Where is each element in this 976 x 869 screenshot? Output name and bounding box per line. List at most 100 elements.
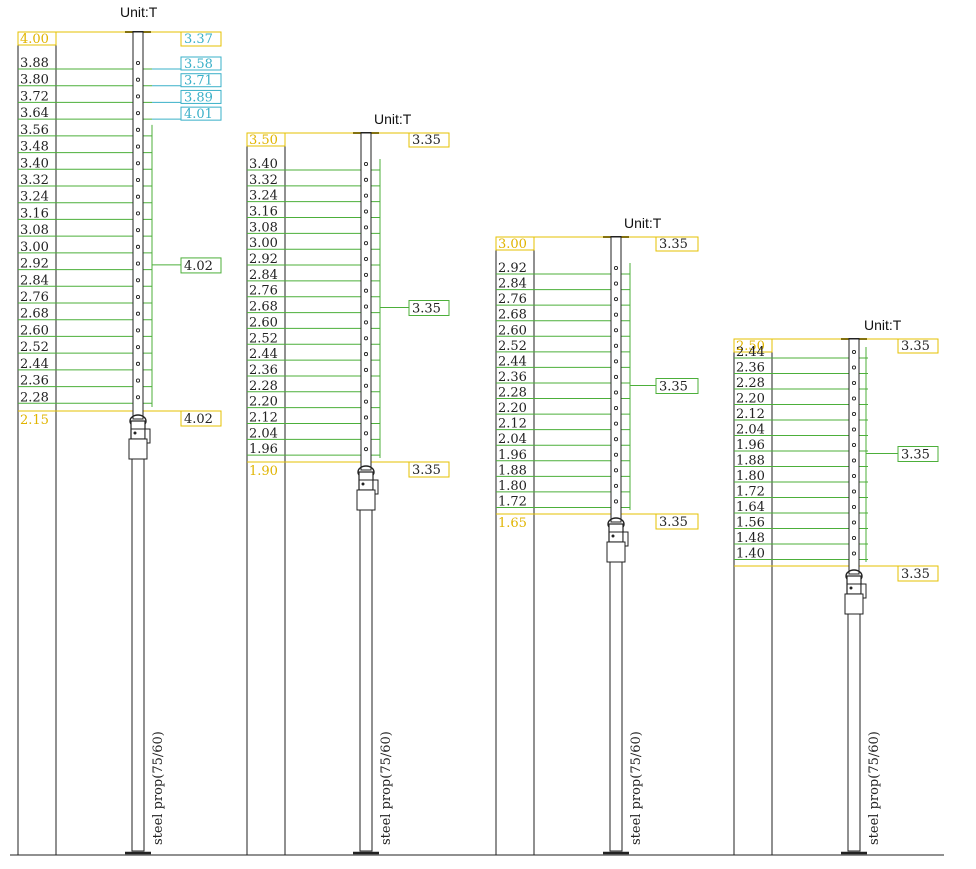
- height-label: 1.96: [736, 438, 765, 453]
- height-label: 2.60: [498, 323, 527, 338]
- height-label: 2.84: [20, 273, 49, 288]
- pin-hole: [363, 193, 369, 198]
- height-label: 3.88: [20, 56, 49, 71]
- height-label: 2.12: [498, 417, 527, 432]
- height-label: 3.08: [249, 220, 278, 235]
- height-label: 3.64: [20, 106, 49, 121]
- unit-label: Unit:T: [374, 111, 412, 127]
- cyan-capacity-label: 3.89: [184, 90, 213, 105]
- height-label: 3.80: [20, 73, 49, 88]
- height-label: 3.16: [20, 206, 49, 221]
- bottom-capacity-label: 4.02: [184, 412, 213, 427]
- height-label: 2.28: [498, 386, 527, 401]
- unit-label: Unit:T: [624, 215, 662, 231]
- pin-hole: [135, 278, 141, 283]
- mid-capacity-box: [897, 446, 939, 462]
- prop-label: steel prop(75/60): [629, 731, 644, 845]
- pin-hole: [363, 399, 369, 404]
- pin-hole: [363, 367, 369, 372]
- height-label: 1.56: [736, 516, 765, 531]
- height-label: 2.20: [249, 395, 278, 410]
- pin-hole: [363, 320, 369, 325]
- pin-hole: [613, 421, 619, 426]
- height-label: 3.48: [20, 140, 49, 155]
- pin-hole: [135, 244, 141, 249]
- pin-hole: [851, 551, 857, 556]
- bottom-capacity-label: 3.35: [412, 463, 441, 478]
- pin-hole: [135, 111, 141, 116]
- pin-hole: [363, 336, 369, 341]
- height-label: 2.84: [498, 277, 527, 292]
- outer-tube: [609, 561, 623, 852]
- pin-hole: [613, 390, 619, 395]
- pin-hole: [363, 447, 369, 452]
- coupler-sleeve: [358, 471, 374, 491]
- pin-hole: [135, 311, 141, 316]
- height-label: 2.04: [736, 423, 765, 438]
- height-label: 3.40: [249, 157, 278, 172]
- pin-hole: [363, 383, 369, 388]
- pin-hole: [851, 504, 857, 510]
- pin-hole: [851, 442, 857, 448]
- pin-hole: [613, 374, 619, 379]
- top-height-label: 3.50: [249, 133, 278, 148]
- cyan-capacity-label: 4.01: [184, 107, 213, 122]
- cyan-capacity-box: [180, 73, 222, 88]
- height-label: 3.40: [20, 156, 49, 171]
- pin-hole: [135, 127, 141, 132]
- pin-hole: [613, 406, 619, 411]
- bottom-capacity-box: [408, 461, 450, 478]
- unit-label: Unit:T: [120, 4, 158, 20]
- outer-tube: [847, 613, 861, 852]
- pin-hole: [613, 483, 619, 488]
- height-label: 2.60: [249, 315, 278, 330]
- top-capacity-label: 3.35: [659, 237, 688, 252]
- height-label: 3.08: [20, 223, 49, 238]
- bottom-capacity-box: [180, 410, 222, 427]
- pin-hole: [135, 345, 141, 350]
- top-capacity-label: 3.37: [184, 32, 213, 47]
- height-label: 2.12: [736, 407, 765, 422]
- pin-hole: [851, 473, 857, 479]
- pin-hole: [135, 378, 141, 383]
- height-label: 1.96: [249, 442, 278, 457]
- pin-hole: [135, 77, 141, 82]
- pin-hole: [851, 349, 857, 355]
- inner-tube: [360, 132, 372, 471]
- height-label: 2.44: [498, 354, 527, 369]
- locking-pin: [133, 431, 137, 435]
- pin-hole: [363, 304, 369, 309]
- height-label: 1.72: [736, 485, 765, 500]
- height-label: 2.52: [20, 340, 49, 355]
- mid-capacity-label: 3.35: [412, 302, 441, 317]
- height-label: 2.36: [736, 361, 765, 376]
- cyan-capacity-label: 3.58: [184, 57, 213, 72]
- height-label: 2.76: [20, 290, 49, 305]
- top-height-label: 4.00: [20, 32, 49, 47]
- top-capacity-box: [180, 31, 222, 47]
- height-label: 2.20: [498, 401, 527, 416]
- pin-hole: [363, 161, 369, 167]
- height-label: 3.32: [249, 173, 278, 188]
- pin-hole: [363, 431, 369, 436]
- height-label: 2.60: [20, 323, 49, 338]
- pin-hole: [363, 272, 369, 277]
- height-label: 2.92: [498, 261, 527, 276]
- prop-label: steel prop(75/60): [151, 731, 166, 845]
- height-label: 2.28: [736, 376, 765, 391]
- pin-hole: [613, 328, 619, 333]
- pin-hole: [613, 265, 619, 271]
- height-label: 2.44: [736, 345, 765, 360]
- bottom-capacity-box: [655, 513, 699, 530]
- pin-hole: [135, 94, 141, 99]
- inner-tube: [132, 31, 144, 420]
- height-label: 3.56: [20, 123, 49, 138]
- pin-hole: [363, 288, 369, 293]
- height-label: 2.20: [736, 392, 765, 407]
- height-label: 1.48: [736, 531, 765, 546]
- pin-hole: [851, 489, 857, 494]
- pin-hole: [135, 211, 141, 216]
